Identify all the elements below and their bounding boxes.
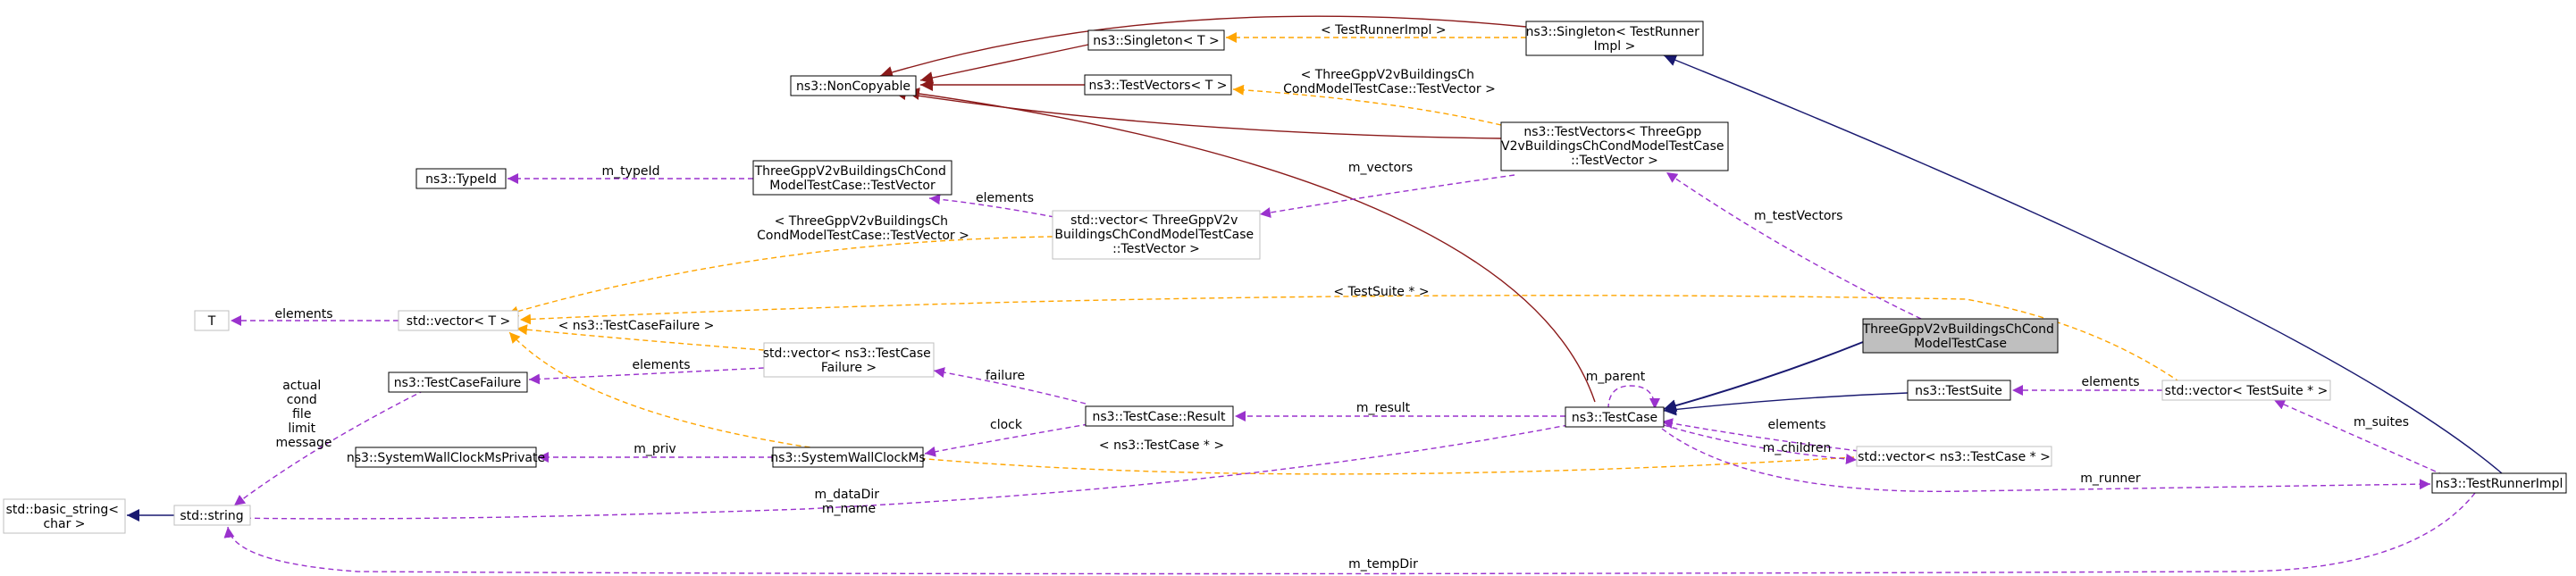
- edge-singletonrunner-noncopyable: [879, 15, 1527, 79]
- node-basic-string[interactable]: std::basic_string< char >: [3, 498, 126, 534]
- node-noncopyable[interactable]: ns3::NonCopyable: [790, 75, 917, 96]
- node-testvectors-t[interactable]: ns3::TestVectors< T >: [1084, 74, 1232, 96]
- node-label: std::vector< T >: [407, 314, 510, 329]
- node-testcase-result[interactable]: ns3::TestCase::Result: [1085, 405, 1234, 427]
- label-elements-testcase: elements: [1767, 418, 1825, 432]
- label-testrunnerimpl-arg: < TestRunnerImpl >: [1321, 23, 1447, 38]
- label-vector-chcond-arg: < ThreeGppV2vBuildingsCh CondModelTestCa…: [757, 214, 969, 243]
- label-elements-t: elements: [274, 307, 332, 321]
- node-label: ns3::TypeId: [425, 172, 497, 187]
- node-vector-testvector[interactable]: std::vector< ThreeGppV2v BuildingsChCond…: [1052, 210, 1261, 260]
- node-label: std::basic_string< char >: [6, 503, 123, 531]
- edge-result-vectorfailure: [933, 367, 1087, 405]
- label-testsuite-ptr-arg: < TestSuite * >: [1333, 285, 1429, 299]
- node-label: ThreeGppV2vBuildingsChCond ModelTestCase: [1862, 322, 2059, 351]
- node-label: ns3::TestCaseFailure: [394, 376, 521, 390]
- edge-testcase-vectortestcase: [1663, 424, 1858, 464]
- node-label: std::vector< ns3::TestCase Failure >: [763, 346, 935, 375]
- label-m-priv: m_priv: [634, 442, 675, 456]
- label-testcase-ptr-arg: < ns3::TestCase * >: [1099, 438, 1224, 453]
- node-singleton-testrunnerimpl[interactable]: ns3::Singleton< TestRunner Impl >: [1525, 21, 1704, 56]
- node-label: ns3::TestRunnerImpl: [2436, 477, 2563, 491]
- label-m-parent: m_parent: [1586, 370, 1646, 384]
- node-label: std::string: [180, 509, 243, 523]
- node-label: ns3::TestCase: [1572, 411, 1657, 425]
- node-vector-testsuite[interactable]: std::vector< TestSuite * >: [2161, 380, 2331, 401]
- edge-result-wallclock: [924, 423, 1089, 457]
- node-testcasefailure[interactable]: ns3::TestCaseFailure: [388, 371, 528, 393]
- edge-testcase-string: [234, 422, 1578, 524]
- node-label: T: [207, 314, 216, 329]
- node-label: std::vector< ThreeGppV2v BuildingsChCond…: [1054, 213, 1257, 256]
- label-m-runner: m_runner: [2080, 472, 2141, 486]
- node-label: ns3::TestCase::Result: [1092, 410, 1226, 424]
- node-typeid[interactable]: ns3::TypeId: [415, 168, 507, 189]
- label-failure: failure: [986, 369, 1025, 383]
- edge-singletont-noncopyable: [919, 44, 1089, 84]
- node-vector-testcasefailure[interactable]: std::vector< ns3::TestCase Failure >: [763, 342, 935, 378]
- edge-testvectorsthreegpp-noncopyable: [893, 88, 1502, 139]
- node-systemwallclockms-private[interactable]: ns3::SystemWallClockMsPrivate: [347, 447, 545, 468]
- label-elements-failure: elements: [632, 358, 690, 372]
- label-failure-members: actual cond file limit message: [276, 379, 332, 450]
- label-m-typeid: m_typeId: [602, 164, 660, 179]
- label-m-vectors: m_vectors: [1348, 161, 1413, 175]
- label-m-testvectors: m_testVectors: [1754, 209, 1842, 223]
- node-label: ns3::NonCopyable: [796, 79, 910, 94]
- node-testsuite[interactable]: ns3::TestSuite: [1907, 380, 2011, 401]
- label-clock: clock: [990, 418, 1023, 432]
- edge-runnerimpl-singleton: [1663, 54, 2503, 474]
- node-label: ns3::SystemWallClockMs: [770, 451, 925, 465]
- edge-runnerimpl-string: [223, 492, 2476, 575]
- node-testcase[interactable]: ns3::TestCase: [1565, 406, 1665, 428]
- edge-chcond-testcase: [1663, 341, 1864, 412]
- edge-vectortestvector-vectort: [507, 236, 1053, 317]
- node-testrunnerimpl[interactable]: ns3::TestRunnerImpl: [2431, 472, 2567, 494]
- node-string[interactable]: std::string: [173, 505, 251, 526]
- label-m-tempdir: m_tempDir: [1348, 557, 1418, 572]
- node-label: std::vector< TestSuite * >: [2165, 384, 2328, 398]
- node-vector-t[interactable]: std::vector< T >: [398, 310, 519, 331]
- label-elements-testsuite: elements: [2081, 375, 2139, 389]
- node-testvectors-threegpp[interactable]: ns3::TestVectors< ThreeGpp V2vBuildingsC…: [1500, 121, 1729, 171]
- edge-vectortestsuite-vectort: [519, 295, 2181, 383]
- edge-runnerimpl-vectortestsuite: [2273, 399, 2445, 476]
- label-m-suites: m_suites: [2354, 415, 2409, 430]
- edge-chcond-testvectorsthreegpp: [1666, 171, 1922, 320]
- label-testcasefailure-arg: < ns3::TestCaseFailure >: [558, 319, 715, 333]
- node-label: ThreeGppV2vBuildingsChCond ModelTestCase…: [754, 164, 951, 193]
- edge-vectorfailure-testcasefailure: [528, 367, 765, 385]
- edge-vectortestcase-vectort: [508, 331, 1855, 475]
- edge-testsuite-testcase: [1663, 392, 1909, 416]
- node-label: std::vector< ns3::TestCase * >: [1858, 450, 2051, 464]
- node-testvector-struct[interactable]: ThreeGppV2vBuildingsChCond ModelTestCase…: [752, 160, 952, 196]
- node-threegpp-chcond-modeltestcase[interactable]: ThreeGppV2vBuildingsChCond ModelTestCase: [1862, 318, 2059, 354]
- label-m-result: m_result: [1356, 401, 1411, 415]
- node-label: ns3::Singleton< TestRunner Impl >: [1526, 25, 1704, 54]
- label-elements-vector-testvector: elements: [976, 191, 1034, 205]
- node-label: ns3::Singleton< T >: [1093, 34, 1219, 48]
- node-label: ns3::SystemWallClockMsPrivate: [347, 451, 545, 465]
- edge-testvectorsthreegpp-testvectorst: [1232, 84, 1502, 126]
- node-systemwallclockms[interactable]: ns3::SystemWallClockMs: [770, 447, 926, 468]
- label-m-datadir-name: m_dataDir m_name: [814, 488, 883, 516]
- edge-testcase-self-parent: [1607, 385, 1660, 410]
- label-m-children: m_children: [1763, 441, 1832, 455]
- node-t[interactable]: T: [194, 310, 230, 331]
- edge-testvectorsthreegpp-vectortestvector: [1259, 174, 1515, 218]
- label-chcond-testvector-arg: < ThreeGppV2vBuildingsCh CondModelTestCa…: [1283, 68, 1496, 96]
- node-label: ns3::TestVectors< ThreeGpp V2vBuildingsC…: [1501, 125, 1728, 168]
- node-singleton-t[interactable]: ns3::Singleton< T >: [1087, 29, 1225, 51]
- edge-testcase-noncopyable: [906, 88, 1596, 403]
- node-label: ns3::TestVectors< T >: [1089, 79, 1228, 93]
- node-label: ns3::TestSuite: [1915, 384, 2002, 398]
- node-vector-testcase[interactable]: std::vector< ns3::TestCase * >: [1856, 446, 2052, 467]
- edge-testcasefailure-string: [233, 389, 425, 506]
